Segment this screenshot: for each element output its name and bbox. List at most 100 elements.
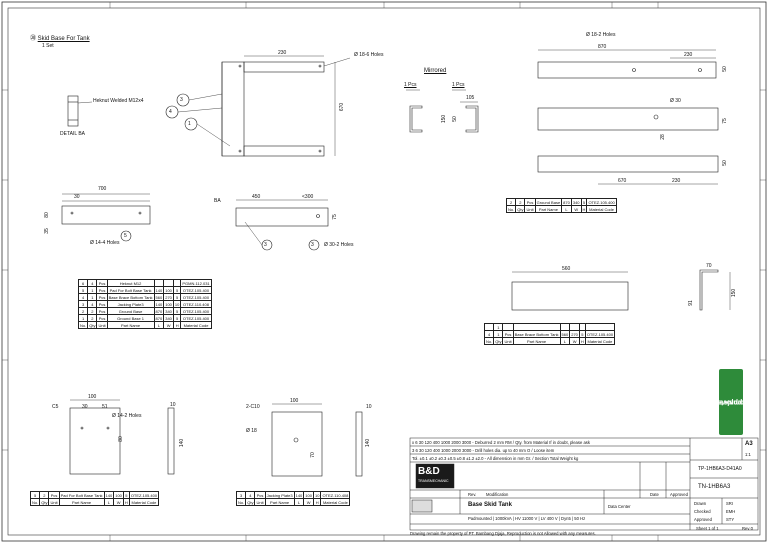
table-cell: 4	[483, 330, 495, 338]
table-cell: 5	[172, 286, 182, 294]
table-cell: OTEZ.110.408	[320, 491, 351, 499]
table-header-cell: Part Name	[106, 321, 155, 329]
callout-4: 4	[169, 109, 172, 115]
table-cell: Base Brace Bottom Tank	[512, 330, 561, 338]
left-bar-view	[61, 193, 151, 242]
date-label: Date	[650, 492, 659, 497]
callout-5: 5	[124, 233, 127, 239]
table-header-cell: Part Name	[264, 498, 295, 506]
dim-91: 91	[687, 300, 694, 306]
dim-70: 70	[706, 263, 712, 269]
label-ba: BA	[214, 198, 221, 204]
table-header-cell: W	[113, 498, 124, 506]
sheet-number: Sheet 1 of 1	[696, 526, 719, 531]
table-cell: Base Brace Bottom Tank	[106, 293, 155, 301]
table-cell	[584, 323, 616, 331]
table-header-cell: L	[559, 337, 571, 345]
dim-50c: 50	[721, 160, 728, 166]
table-header-cell: Unit	[502, 337, 514, 345]
table-cell: OTEZ.105.400	[180, 314, 212, 322]
table-cell: 5	[172, 314, 182, 322]
table-header-cell: W	[163, 321, 174, 329]
detail-label: DETAIL BA	[60, 131, 86, 137]
table-cell: 2	[87, 314, 98, 322]
dim-870: 870	[598, 44, 607, 50]
table-header-cell: Part Name	[58, 498, 105, 506]
table-cell: 270	[569, 330, 580, 338]
sign-name-0: SRI	[726, 501, 733, 506]
table-cell: 140	[293, 491, 305, 499]
table-header-cell: No.	[77, 321, 89, 329]
dim-140: 140	[179, 438, 186, 448]
table-header-cell: Qty	[493, 337, 504, 345]
table-header-cell: H	[312, 498, 322, 506]
table-header-cell: Unit	[48, 498, 60, 506]
table-header-cell: Qty	[515, 205, 526, 213]
dim-100b: 100	[290, 398, 299, 404]
top-right-bar-view	[537, 49, 717, 79]
table-cell: 340	[163, 307, 174, 315]
table-cell: 2	[505, 198, 517, 206]
table-header-cell: H	[172, 321, 182, 329]
modification-label: Modification	[486, 492, 509, 497]
table-cell: 4	[87, 300, 98, 308]
table-cell: 4	[245, 491, 256, 499]
callout-3b: 3	[264, 242, 267, 248]
sign-role-1: Checked	[694, 509, 711, 514]
table-cell: 870	[153, 314, 165, 322]
jack-plate-view	[271, 403, 363, 477]
table-cell: Pad For Bolt Base Tank	[106, 286, 155, 294]
title-block	[409, 437, 759, 531]
qty-note: 1 Set	[42, 43, 54, 49]
table-cell	[163, 279, 174, 287]
dim-670b: 670	[618, 178, 627, 184]
dim-hole: Ø 18-6 Holes	[354, 52, 384, 58]
table-cell: Pcs	[96, 300, 108, 308]
dim-10: 10	[170, 402, 176, 408]
table-cell	[502, 323, 514, 331]
table-cell: 1	[87, 293, 98, 301]
company-sub: TRANSMECHANIC	[418, 479, 449, 483]
table-cell: 2	[515, 198, 526, 206]
table-cell: Jacking Plate3	[264, 491, 295, 499]
chamfer-c5: C5	[52, 404, 59, 410]
table-header-cell: Part Name	[512, 337, 561, 345]
drawing-no-2: TN-1HB6A3	[698, 484, 731, 490]
callout-3c: 3	[311, 242, 314, 248]
table-cell: 10	[172, 300, 182, 308]
dim-30b: 30	[74, 194, 80, 200]
table-cell: Pad For Bolt Base Tank	[58, 491, 105, 499]
data-center: Data Center	[608, 504, 631, 509]
stamp-completed: Completed	[712, 398, 750, 406]
table-cell: 5	[29, 491, 41, 499]
table-cell: 340	[163, 314, 174, 322]
dim-450: 450	[252, 194, 261, 200]
table-header-cell: Material Code	[320, 498, 351, 506]
table-header-cell: Material Code	[128, 498, 160, 506]
revision: Rev 0	[742, 526, 753, 531]
dim-80b: 80	[117, 436, 124, 442]
table-header-cell: Qty	[245, 498, 256, 506]
right-plate-view	[511, 271, 629, 311]
table-cell	[483, 323, 495, 331]
table-header-cell: Unit	[524, 205, 536, 213]
table-cell: 2	[39, 491, 50, 499]
drawing-no: TP-1HB6A3-D41A0	[698, 466, 742, 472]
table-cell: 5	[172, 307, 182, 315]
table-cell	[172, 279, 182, 287]
table-cell: Jacking Plate3	[106, 300, 155, 308]
table-cell: 100	[113, 491, 124, 499]
table-cell: OTEZ.105.400	[180, 286, 212, 294]
sign-role-0: Drawn	[694, 501, 707, 506]
dim-300: <300	[302, 194, 314, 200]
dim-hole-18b: Ø 18	[246, 428, 257, 434]
